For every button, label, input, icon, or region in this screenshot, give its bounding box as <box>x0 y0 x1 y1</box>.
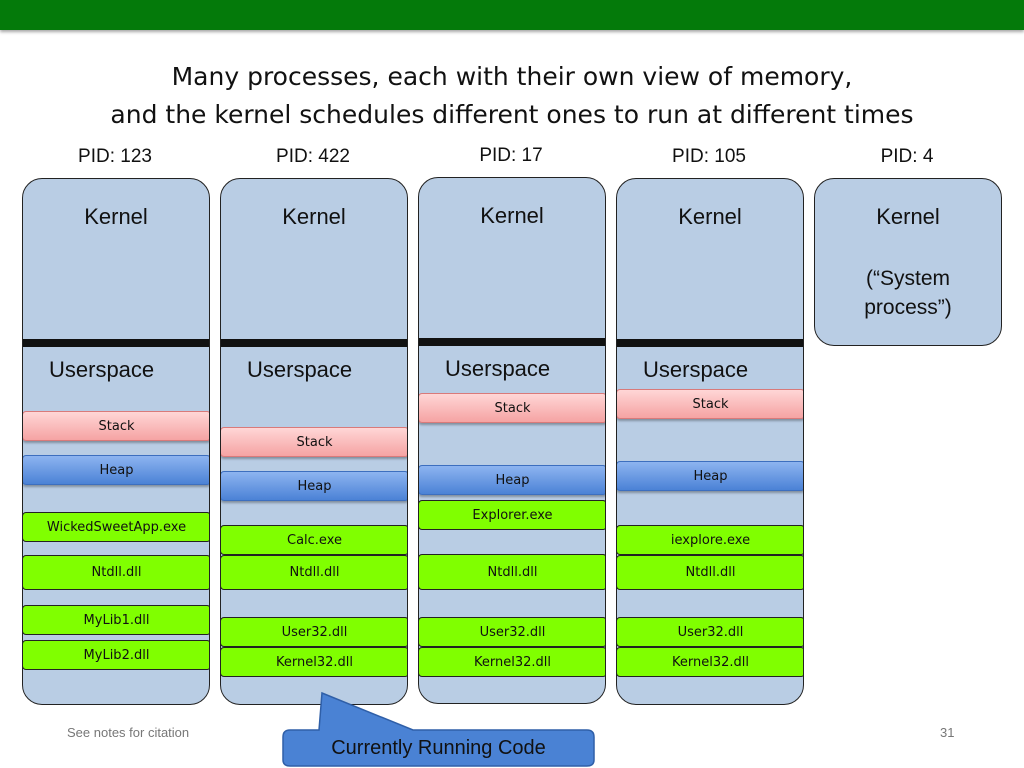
heap-block: Heap <box>419 465 605 495</box>
module-block: Ntdll.dll <box>221 555 407 590</box>
module-block: User32.dll <box>419 617 605 647</box>
process-123-memory: Kernel Userspace Stack Heap WickedSweetA… <box>22 178 210 705</box>
module-block: WickedSweetApp.exe <box>23 512 209 542</box>
pid-label-123: PID: 123 <box>78 146 152 167</box>
title-line-1: Many processes, each with their own view… <box>171 62 853 91</box>
citation-note: See notes for citation <box>67 725 190 740</box>
heap-block: Heap <box>221 471 407 501</box>
module-block: Calc.exe <box>221 525 407 555</box>
callout-label: Currently Running Code <box>331 736 546 759</box>
process-422-memory: Kernel Userspace Stack Heap Calc.exe Ntd… <box>220 178 408 705</box>
kernel-user-divider <box>221 339 407 347</box>
system-process-note-line-1: (“System <box>866 267 950 290</box>
pid-label-4: PID: 4 <box>880 146 934 167</box>
userspace-label: Userspace <box>643 357 749 382</box>
stack-block: Stack <box>221 427 407 457</box>
kernel-user-divider <box>419 338 605 346</box>
module-block: Kernel32.dll <box>617 647 803 677</box>
module-block: User32.dll <box>617 617 803 647</box>
page-number: 31 <box>940 725 955 740</box>
process-17-memory: Kernel Userspace Stack Heap Explorer.exe… <box>418 177 606 704</box>
slide-title: Many processes, each with their own view… <box>0 58 1024 134</box>
stack-block: Stack <box>23 411 209 441</box>
pid-label-17: PID: 17 <box>479 145 543 166</box>
module-block: User32.dll <box>221 617 407 647</box>
process-4-memory: Kernel (“System process”) <box>814 178 1002 346</box>
module-block: Kernel32.dll <box>419 647 605 677</box>
kernel-user-divider <box>23 339 209 347</box>
userspace-label: Userspace <box>247 357 353 382</box>
module-block: Ntdll.dll <box>617 555 803 590</box>
module-block: Ntdll.dll <box>23 555 209 590</box>
stack-block: Stack <box>617 389 803 419</box>
module-block: Ntdll.dll <box>419 554 605 590</box>
heap-block: Heap <box>617 461 803 491</box>
kernel-label: Kernel <box>282 204 346 229</box>
module-block: Kernel32.dll <box>221 647 407 677</box>
kernel-label: Kernel <box>678 204 742 229</box>
stack-block: Stack <box>419 393 605 423</box>
kernel-label: Kernel <box>84 204 148 229</box>
process-105-memory: Kernel Userspace Stack Heap iexplore.exe… <box>616 178 804 705</box>
userspace-label: Userspace <box>49 357 155 382</box>
module-block: MyLib2.dll <box>23 640 209 670</box>
module-block: MyLib1.dll <box>23 605 209 635</box>
heap-block: Heap <box>23 455 209 485</box>
top-bar <box>0 0 1024 30</box>
module-block: iexplore.exe <box>617 525 803 555</box>
kernel-user-divider <box>617 339 803 347</box>
pid-label-105: PID: 105 <box>672 146 746 167</box>
title-line-2: and the kernel schedules different ones … <box>110 100 914 129</box>
module-block: Explorer.exe <box>419 500 605 530</box>
kernel-label: Kernel <box>480 203 544 228</box>
system-process-note-line-2: process”) <box>864 296 952 319</box>
callout-bubble <box>282 691 595 767</box>
pid-label-422: PID: 422 <box>276 146 350 167</box>
system-process-note: (“System process”) <box>815 264 1001 322</box>
callout-shape <box>282 691 595 767</box>
userspace-label: Userspace <box>445 356 551 381</box>
kernel-label: Kernel <box>876 204 940 229</box>
